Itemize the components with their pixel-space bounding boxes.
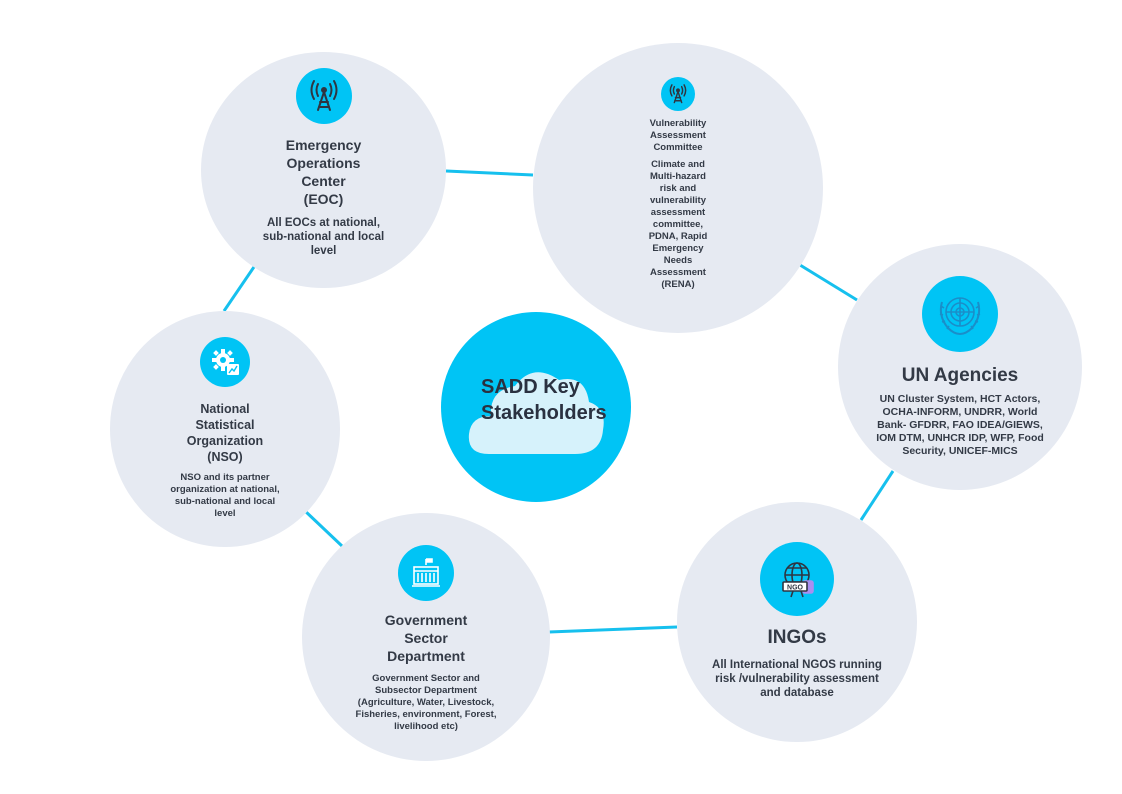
vac-node[interactable]: Vulnerability Assessment Committee Clima… xyxy=(533,43,823,333)
un-agencies-desc-line: Security, UNICEF-MICS xyxy=(902,445,1018,457)
center-title: SADD Key Stakeholders xyxy=(481,374,631,426)
government-desc-line: (Agriculture, Water, Livestock, xyxy=(357,697,495,708)
nso-title-line: Statistical xyxy=(195,418,255,432)
government-desc-line: Government Sector and xyxy=(372,673,480,684)
center-hub[interactable]: SADD Key Stakeholders xyxy=(441,312,631,502)
eoc-desc-line: sub-national and local xyxy=(262,231,385,243)
vac-desc-line: Emergency xyxy=(652,243,704,254)
un-agencies-desc-line: UN Cluster System, HCT Actors, xyxy=(879,393,1041,405)
connector-un-ingo xyxy=(859,470,895,521)
nso-node[interactable]: National Statistical Organization (NSO) … xyxy=(110,311,340,547)
un-agencies-desc-line: Bank- GFDRR, FAO IDEA/GIEWS, xyxy=(877,419,1043,431)
ingos-desc-line: and database xyxy=(760,687,834,699)
antenna-icon xyxy=(661,77,695,111)
gear-chart-icon xyxy=(200,337,250,387)
un-agencies-title: UN Agencies xyxy=(901,365,1019,386)
un-agencies-node[interactable]: UN Agencies UN Cluster System, HCT Actor… xyxy=(838,244,1082,490)
nso-desc-line: organization at national, xyxy=(170,484,280,495)
connector-nso-eoc xyxy=(222,263,258,312)
eoc-title-line: Center xyxy=(301,173,346,189)
government-title-line: Department xyxy=(387,648,465,664)
ingos-desc-line: risk /vulnerability assessment xyxy=(715,673,879,685)
connector-gov-nso xyxy=(302,508,344,548)
nso-desc-line: sub-national and local xyxy=(174,496,276,507)
government-title-line: Government xyxy=(384,612,468,628)
government-desc-line: Fisheries, environment, Forest, xyxy=(355,709,497,720)
nso-desc-line: level xyxy=(214,508,236,519)
vac-desc-line: Climate and xyxy=(651,159,705,170)
nso-title-line: (NSO) xyxy=(207,450,243,464)
vac-desc-line: assessment xyxy=(650,207,706,218)
connector-eoc-vac xyxy=(445,169,534,177)
eoc-title-line: (EOC) xyxy=(303,191,344,207)
vac-desc-line: committee, xyxy=(652,219,704,230)
government-building-icon xyxy=(398,545,454,601)
ingos-desc-line: All International NGOS running xyxy=(712,659,882,671)
government-node[interactable]: Government Sector Department Government … xyxy=(302,513,550,761)
vac-title-line: Vulnerability xyxy=(649,118,707,129)
vac-desc-line: (RENA) xyxy=(661,279,695,290)
ngo-globe-icon: NGO xyxy=(760,542,834,616)
ingos-title: INGOs xyxy=(767,627,827,648)
center-title-line: SADD Key xyxy=(481,376,580,398)
vac-desc-line: Multi-hazard xyxy=(650,171,706,182)
svg-text:NGO: NGO xyxy=(787,585,804,592)
center-title-line: Stakeholders xyxy=(481,402,607,424)
vac-title-line: Assessment xyxy=(650,130,706,141)
eoc-node[interactable]: Emergency Operations Center (EOC) All EO… xyxy=(201,52,446,288)
vac-desc-line: risk and xyxy=(659,183,697,194)
government-title-line: Sector xyxy=(404,630,448,646)
eoc-desc-line: All EOCs at national, xyxy=(266,217,381,229)
vac-desc-line: Assessment xyxy=(650,267,706,278)
vac-title-line: Committee xyxy=(653,142,703,153)
cloud-icon xyxy=(468,372,604,454)
un-emblem-icon xyxy=(922,276,998,352)
nso-title-line: National xyxy=(200,402,250,416)
government-desc-line: livelihood etc) xyxy=(394,721,458,732)
eoc-title-line: Operations xyxy=(286,155,361,171)
vac-desc-line: PDNA, Rapid xyxy=(648,231,708,242)
connector-ingo-gov xyxy=(548,625,678,634)
government-desc-line: Subsector Department xyxy=(375,685,477,696)
eoc-desc-line: level xyxy=(310,245,337,257)
nso-desc-line: NSO and its partner xyxy=(180,472,270,483)
eoc-title-line: Emergency xyxy=(285,137,362,153)
ingos-node[interactable]: NGO INGOs All International NGOS running… xyxy=(677,502,917,742)
connector-vac-un xyxy=(799,263,858,302)
un-agencies-desc-line: IOM DTM, UNHCR IDP, WFP, Food xyxy=(876,432,1044,444)
un-agencies-desc-line: OCHA-INFORM, UNDRR, World xyxy=(882,406,1038,418)
nso-title-line: Organization xyxy=(186,434,264,448)
vac-desc-line: vulnerability xyxy=(650,195,706,206)
antenna-icon xyxy=(295,68,352,124)
vac-desc-line: Needs xyxy=(663,255,693,266)
